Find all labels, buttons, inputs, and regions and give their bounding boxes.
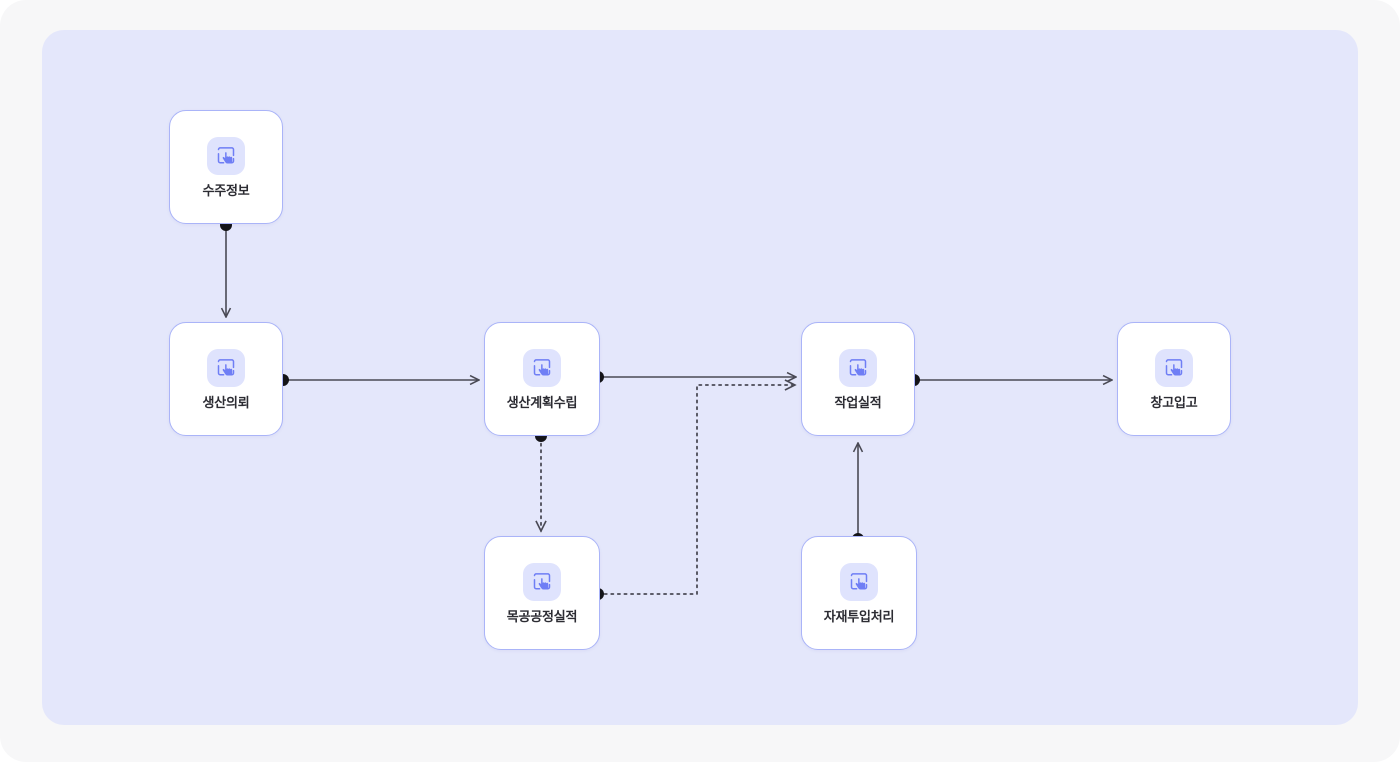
tap-gesture-icon (207, 349, 245, 387)
node-label: 창고입고 (1150, 395, 1198, 410)
node-label: 생산계획수립 (506, 395, 578, 410)
node-label: 자재투입처리 (823, 609, 895, 624)
node-label: 목공공정실적 (506, 609, 578, 624)
node-자재투입처리[interactable]: 자재투입처리 (801, 536, 917, 650)
tap-gesture-icon (1155, 349, 1193, 387)
tap-gesture-icon (840, 563, 878, 601)
tap-gesture-icon (207, 137, 245, 175)
node-목공공정실적[interactable]: 목공공정실적 (484, 536, 600, 650)
tap-gesture-icon (523, 563, 561, 601)
node-작업실적[interactable]: 작업실적 (801, 322, 915, 436)
tap-gesture-icon (523, 349, 561, 387)
node-label: 수주정보 (202, 183, 250, 198)
node-label: 작업실적 (834, 395, 882, 410)
node-label: 생산의뢰 (202, 395, 250, 410)
tap-gesture-icon (839, 349, 877, 387)
node-생산의뢰[interactable]: 생산의뢰 (169, 322, 283, 436)
node-창고입고[interactable]: 창고입고 (1117, 322, 1231, 436)
node-수주정보[interactable]: 수주정보 (169, 110, 283, 224)
node-생산계획수립[interactable]: 생산계획수립 (484, 322, 600, 436)
